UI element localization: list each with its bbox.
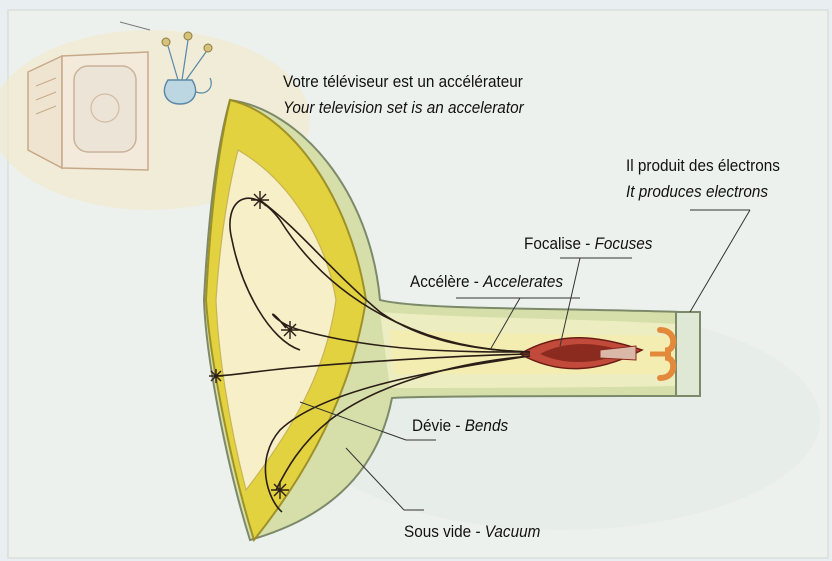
vacuum-french-text: Sous vide - [404, 522, 485, 541]
label-bend: Dévie - Bends [412, 416, 508, 436]
bend-french-text: Dévie - [412, 416, 465, 435]
bend-english-text: Bends [465, 416, 508, 435]
focus-english-text: Focuses [595, 234, 653, 253]
label-produce-french: Il produit des électrons [626, 156, 780, 176]
produce-english-text: It produces electrons [626, 182, 768, 201]
tv-set-icon [28, 52, 148, 170]
accelerate-french-text: Accélère - [410, 272, 483, 291]
title-english-text: Your television set is an accelerator [283, 98, 524, 117]
label-produce-english: It produces electrons [626, 182, 768, 202]
title-english: Your television set is an accelerator [283, 98, 524, 118]
focus-french-text: Focalise - [524, 234, 595, 253]
vacuum-english-text: Vacuum [485, 522, 541, 541]
label-vacuum: Sous vide - Vacuum [404, 522, 540, 542]
title-french-text: Votre téléviseur est un accélérateur [283, 72, 523, 91]
label-focus: Focalise - Focuses [524, 234, 652, 254]
title-french: Votre téléviseur est un accélérateur [283, 72, 523, 92]
produce-french-text: Il produit des électrons [626, 156, 780, 175]
label-accelerate: Accélère - Accelerates [410, 272, 563, 292]
accelerate-english-text: Accelerates [483, 272, 563, 291]
